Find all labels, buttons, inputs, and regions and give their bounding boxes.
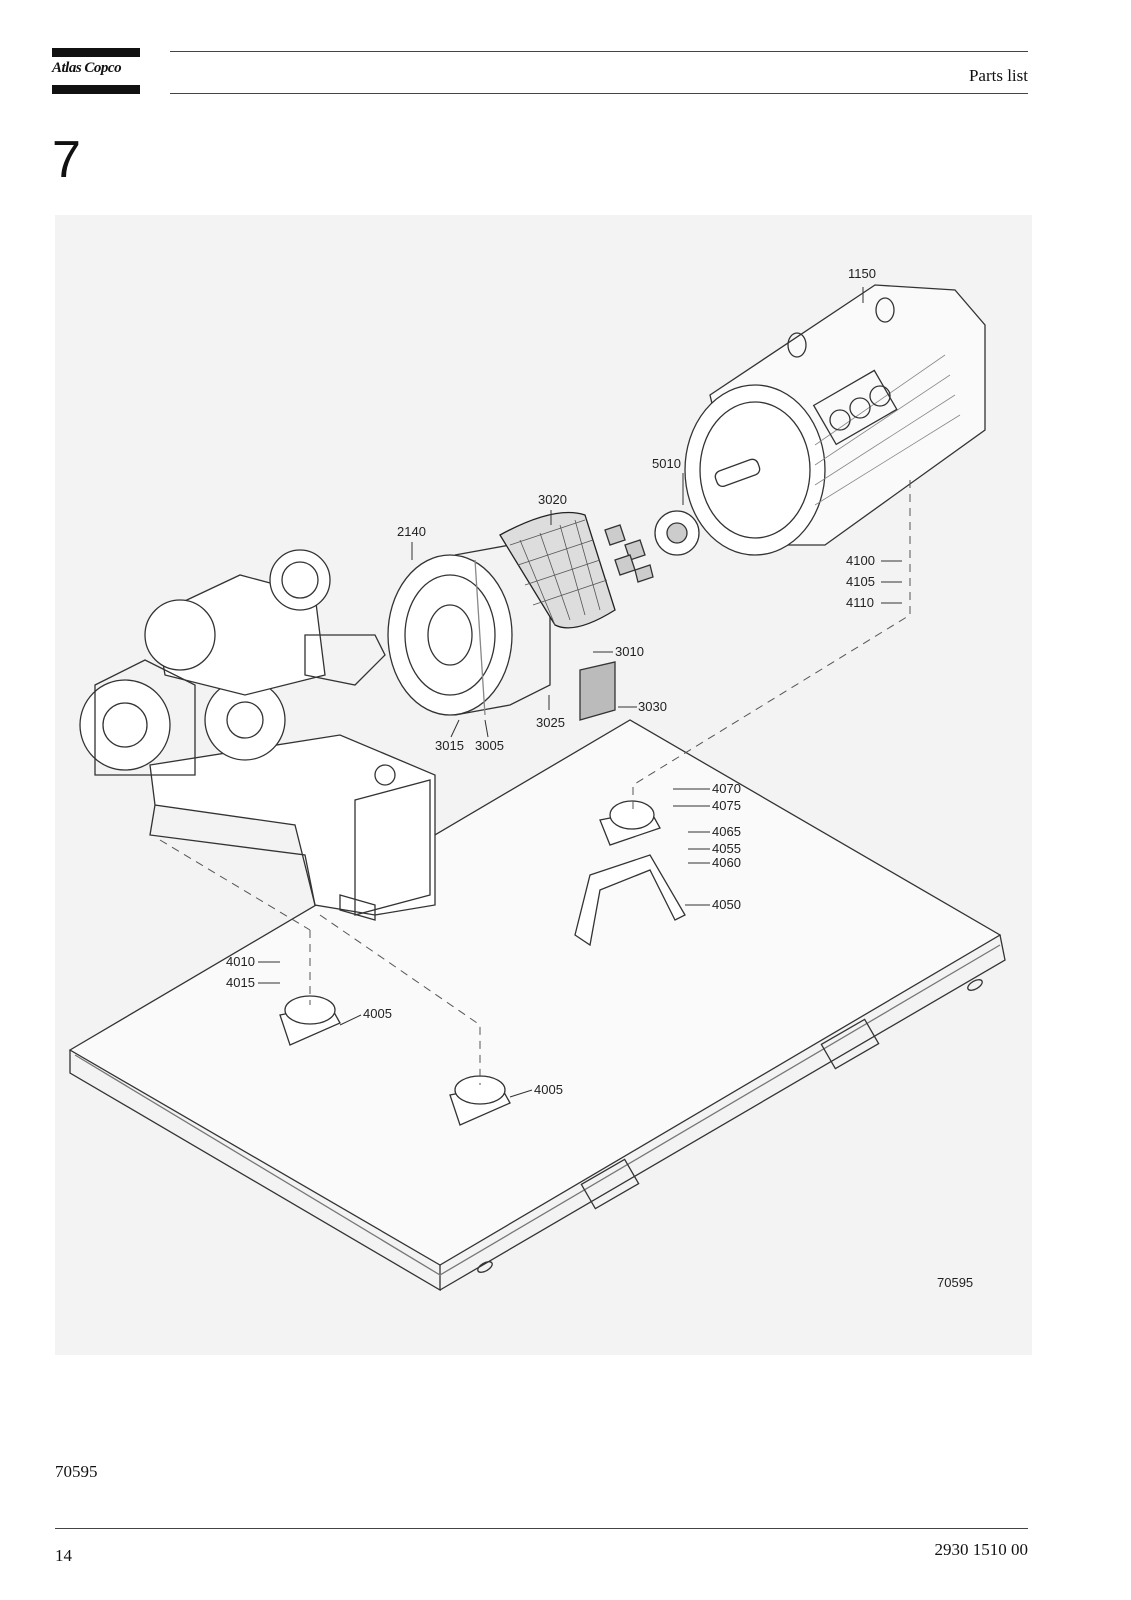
logo-wordmark: Atlas Copco	[52, 60, 122, 76]
callout-4105: 4105	[846, 574, 875, 589]
callout-4010: 4010	[226, 954, 255, 969]
callout-4100: 4100	[846, 553, 875, 568]
page-number: 14	[55, 1546, 72, 1565]
callout-3010: 3010	[615, 644, 644, 659]
atlas-copco-logo: Atlas Copco	[52, 48, 140, 94]
footer-rule	[55, 1528, 1028, 1529]
document-number: 2930 1510 00	[934, 1540, 1029, 1559]
header-rule-top	[170, 51, 1028, 52]
callout-4075: 4075	[712, 798, 741, 813]
callout-3015: 3015	[435, 738, 464, 753]
figure-reference: 70595	[937, 1275, 973, 1290]
callout-4015: 4015	[226, 975, 255, 990]
callout-1150: 1150	[848, 266, 876, 281]
callout-2140: 2140	[397, 524, 426, 539]
callout-3025: 3025	[536, 715, 565, 730]
callout-4110: 4110	[846, 595, 874, 610]
callout-5010: 5010	[652, 456, 681, 471]
coupling-housing	[387, 544, 551, 716]
logo-bar-top	[52, 48, 140, 57]
callout-4055: 4055	[712, 841, 741, 856]
base-frame	[68, 719, 1006, 1292]
callout-4005-left: 4005	[363, 1006, 392, 1021]
figure-reference-below: 70595	[55, 1462, 98, 1481]
exploded-view-drawing: 1150 5010 3020 2140 4100 4105 4110 3010 …	[68, 266, 1006, 1292]
coupling-elements	[604, 510, 700, 583]
callout-4070: 4070	[712, 781, 741, 796]
motor-bracket	[574, 854, 686, 947]
chapter-number: 7	[52, 131, 81, 189]
callout-4050: 4050	[712, 897, 741, 912]
electric-motor	[684, 284, 986, 556]
callout-4005-right: 4005	[534, 1082, 563, 1097]
compressor-element	[79, 549, 436, 921]
small-mesh-guard	[579, 661, 616, 721]
header-rule-bottom	[170, 93, 1028, 94]
callout-4065: 4065	[712, 824, 741, 839]
header-title: Parts list	[968, 66, 1028, 85]
callout-4060: 4060	[712, 855, 741, 870]
callout-3020: 3020	[538, 492, 567, 507]
exploded-view-figure: 1150 5010 3020 2140 4100 4105 4110 3010 …	[55, 215, 1032, 1355]
callout-3030: 3030	[638, 699, 667, 714]
callout-3005: 3005	[475, 738, 504, 753]
mounts	[279, 800, 661, 1126]
alignment-lines	[159, 480, 911, 1085]
logo-bar-bottom	[52, 85, 140, 94]
coupling-mesh-guard	[499, 511, 616, 629]
